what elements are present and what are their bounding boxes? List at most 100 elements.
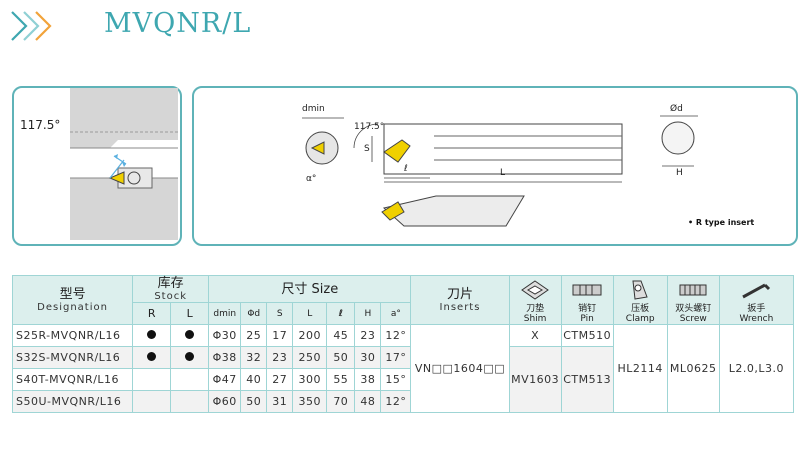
- dim-cell: 12°: [380, 324, 412, 347]
- stock-r-cell: [132, 324, 172, 347]
- shim-cell: MV1603: [508, 346, 562, 413]
- stock-r-cell: [132, 346, 172, 369]
- dim-header-angle: a°: [380, 302, 412, 325]
- stock-en: Stock: [154, 291, 188, 302]
- dim-cell: 32: [240, 346, 268, 369]
- stock-l-header: L: [170, 302, 210, 325]
- dim-cell: 50: [326, 346, 356, 369]
- clamp-cn: 压板: [631, 303, 650, 314]
- shim-header: 刀垫 Shim: [508, 275, 562, 325]
- stock-l-cell: [170, 390, 210, 413]
- inserts-header: 刀片 Inserts: [410, 275, 510, 325]
- dim-cell: 50: [240, 390, 268, 413]
- clamp-cell: HL2114: [612, 324, 668, 413]
- table-row: S50U-MVQNR/L16 Φ60 50 31 350 70 48 12°: [11, 390, 794, 413]
- table-row: S25R-MVQNR/L16 Φ30 25 17 200 45 23 12° V…: [11, 324, 795, 413]
- dim-cell: Φ60: [208, 390, 242, 413]
- dim-header-l: ℓ: [326, 302, 356, 325]
- wrench-header: 扳手 Wrench: [718, 275, 795, 325]
- designation-cell: S40T-MVQNR/L16: [11, 368, 134, 391]
- in-stock-dot-icon: [147, 352, 157, 361]
- screw-en: Screw: [679, 313, 707, 324]
- pin-cn: 销钉: [578, 303, 597, 314]
- designation-cn: 型号: [59, 287, 86, 302]
- pin-cell: CTM513: [560, 346, 614, 413]
- dim-cell: Φ30: [208, 324, 242, 347]
- pin-cell: CTM510: [560, 324, 614, 347]
- inserts-cn: 刀片: [447, 287, 474, 302]
- shim-en: Shim: [523, 313, 547, 324]
- specification-table: 型号 Designation 库存 Stock 尺寸 Size 刀片 Inser…: [11, 275, 795, 413]
- wrench-icon: [742, 283, 771, 298]
- dim-cell: 300: [292, 368, 328, 391]
- dim-cell: 200: [292, 324, 328, 347]
- dim-cell: 45: [326, 324, 356, 347]
- dim-cell: 350: [292, 390, 328, 413]
- dim-header-d: Φd: [240, 302, 268, 325]
- stock-cn: 库存: [157, 276, 184, 291]
- designation-cell: S25R-MVQNR/L16: [11, 324, 134, 347]
- boring-bar-dimension-drawing: [302, 115, 698, 227]
- dim-cell: 55: [326, 368, 356, 391]
- dim-header-dmin: dmin: [208, 302, 242, 325]
- alpha-label: α°: [306, 174, 317, 184]
- clamp-header: 压板 Clamp: [612, 275, 668, 325]
- dim-cell: 31: [266, 390, 294, 413]
- dim-header-s: S: [266, 302, 294, 325]
- screw-icon: [679, 284, 707, 295]
- dim-header-L: L: [292, 302, 328, 325]
- pin-header: 销钉 Pin: [560, 275, 614, 325]
- stock-l-cell: [170, 368, 210, 391]
- stock-r-cell: [132, 368, 172, 391]
- angle-diagram-panel: 117.5°: [12, 86, 182, 246]
- wrench-cn: 扳手: [747, 303, 766, 314]
- dim-cell: 38: [354, 368, 382, 391]
- in-stock-dot-icon: [185, 352, 195, 361]
- wrench-en: Wrench: [739, 313, 774, 324]
- dim-cell: 30: [354, 346, 382, 369]
- dmin-label: dmin: [302, 104, 325, 114]
- screw-cn: 双头螺钉: [675, 303, 712, 314]
- clamp-icon: [632, 280, 648, 300]
- dim-cell: 250: [292, 346, 328, 369]
- stock-header: 库存 Stock: [132, 275, 210, 303]
- dim-cell: 25: [240, 324, 268, 347]
- designation-cell: S50U-MVQNR/L16: [11, 390, 134, 413]
- in-stock-dot-icon: [147, 330, 157, 339]
- stock-r-cell: [132, 390, 172, 413]
- designation-en: Designation: [37, 302, 108, 313]
- dim-cell: 15°: [380, 368, 412, 391]
- in-stock-dot-icon: [185, 330, 195, 339]
- dim-cell: 17: [266, 324, 294, 347]
- stock-r-header: R: [132, 302, 172, 325]
- screw-cell: ML0625: [666, 324, 720, 413]
- table-row: S40T-MVQNR/L16 Φ47 40 27 300 55 38 15°: [11, 368, 794, 391]
- insert-cell: VN□□1604□□: [410, 324, 510, 413]
- stock-l-cell: [170, 346, 210, 369]
- size-header: 尺寸 Size: [208, 275, 412, 303]
- dim-cell: 27: [266, 368, 294, 391]
- dim-cell: Φ38: [208, 346, 242, 369]
- designation-cell: S32S-MVQNR/L16: [11, 346, 134, 369]
- designation-header: 型号 Designation: [11, 275, 134, 325]
- pin-en: Pin: [580, 313, 594, 324]
- dim-cell: Φ47: [208, 368, 242, 391]
- dim-cell: 40: [240, 368, 268, 391]
- dim-cell: 48: [354, 390, 382, 413]
- h-label: H: [676, 168, 683, 178]
- dim-cell: 12°: [380, 390, 412, 413]
- r-type-note: • R type insert: [688, 218, 755, 227]
- inserts-en: Inserts: [439, 302, 481, 313]
- page-title: MVQNR/L: [104, 8, 252, 39]
- wrench-cell: L2.0,L3.0: [718, 324, 795, 413]
- header: MVQNR/L: [0, 0, 805, 60]
- angle-label: 117.5°: [354, 122, 385, 132]
- phi-d-label: Ød: [670, 104, 683, 114]
- shim-icon: [521, 279, 549, 300]
- size-label: 尺寸 Size: [281, 281, 339, 297]
- dimension-diagram-panel: dmin 117.5° S ℓ L Ød H α° • R type inser…: [192, 86, 798, 246]
- screw-header: 双头螺钉 Screw: [666, 275, 720, 325]
- shim-cell: X: [508, 324, 562, 347]
- dim-cell: 23: [266, 346, 294, 369]
- stock-l-cell: [170, 324, 210, 347]
